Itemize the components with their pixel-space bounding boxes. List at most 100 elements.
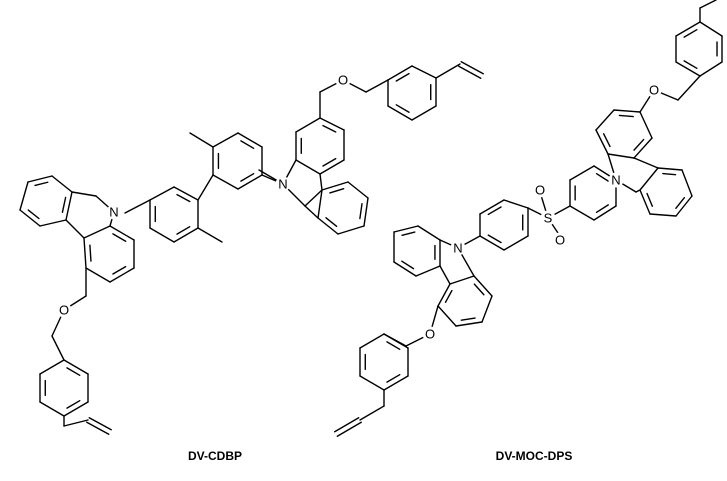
carbazole-ring-double-bond (473, 283, 485, 296)
phenylene-ring-bond (479, 235, 505, 251)
carbazole-ring-bond (437, 305, 457, 327)
carbazole-ring-double-bond (460, 317, 476, 321)
oxygen-atom-mask (56, 302, 72, 318)
vinyl-bond (435, 63, 461, 79)
vinylphenyl-ring-bond (63, 401, 89, 417)
carbazole-ring-bond (415, 265, 441, 277)
sulfur-atom-mask (540, 210, 556, 226)
vinylphenyl-ring-bond (359, 375, 385, 391)
carbazole-ring-bond (65, 191, 73, 221)
vinylphenyl-ring-bond (39, 401, 65, 417)
carbazole-ring-bond (317, 217, 339, 235)
vinylphenyl-ring-bond (411, 65, 437, 79)
phenylene-ring-bond (503, 235, 529, 251)
vinylphenyl-ring-double-bond (386, 341, 401, 351)
carbazole-ring-bond (19, 181, 29, 211)
carbazole-ring-double-bond (322, 157, 337, 167)
carbazole-ring-bond (347, 181, 369, 199)
carbazole-ring-bond (317, 189, 323, 219)
nitrogen-atom-mask (275, 176, 291, 192)
carbazole-ring-bond (295, 117, 321, 133)
oxygen-atom-mask (552, 232, 568, 248)
methyl-bond (197, 227, 223, 243)
carbazole-ring-bond (639, 167, 659, 191)
carbazole-ring-bond (595, 109, 615, 131)
carbazole-ring-double-bond (602, 133, 611, 148)
nitrogen-atom-mask (608, 172, 624, 188)
vinylphenyl-ring-bond (383, 375, 409, 391)
biphenyl-ring-double-bond (176, 193, 191, 203)
biphenyl-ring-bond (173, 186, 199, 201)
carbazole-ring-double-bond (112, 265, 127, 275)
ether-chain-bond (677, 75, 701, 101)
carbazole-ring-bond (473, 275, 493, 297)
carbazole-ring-bond (83, 237, 87, 269)
carbazole-ring-double-bond (112, 233, 127, 242)
vinylphenyl-ring-double-bond (395, 72, 410, 82)
carbazole-ring-bond (295, 159, 321, 175)
vinyl-double-bond (336, 421, 363, 437)
oxygen-atom-mask (422, 326, 438, 342)
carbazole-ring-double-bond (662, 172, 677, 176)
carbazole-ring-bond (481, 295, 493, 323)
vinyl-double-bond (460, 61, 484, 75)
carbazole-ring-double-bond (322, 124, 337, 133)
carbazole-ring-bond (27, 175, 53, 183)
oxygen-atom-mask (532, 182, 548, 198)
carbazole-ring-double-bond (359, 202, 363, 220)
biphenyl-ring-double-bond (176, 226, 191, 235)
carbazole-ring-bond (613, 109, 641, 113)
vinylphenyl-ring-bond (359, 333, 385, 349)
carbazole-ring-bond (85, 267, 111, 283)
biphenyl-ring-bond (237, 174, 263, 190)
nitrogen-atom-mask (106, 204, 122, 220)
biphenyl-ring-bond (212, 174, 239, 190)
carbazole-ring-bond (439, 265, 451, 285)
phenylene-ring-bond (503, 199, 529, 209)
biphenyl-ring-double-bond (240, 140, 255, 150)
vinylphenyl-ring-bond (699, 61, 723, 77)
carbazole-ring-bond (39, 219, 67, 227)
vinylphenyl-ring-bond (387, 65, 413, 81)
nitrogen-atom: N (611, 173, 620, 188)
carbazole-ring-bond (681, 169, 693, 197)
vinyl-bond (699, 0, 717, 9)
oxygen-atom: O (59, 303, 69, 318)
biphenyl-ring-bond (149, 227, 175, 243)
carbazole-ring-bond (657, 167, 683, 171)
vinyl-double-bond (458, 65, 482, 79)
carbazole-ring-bond (319, 159, 345, 175)
vinylphenyl-ring-bond (39, 359, 65, 375)
phenylene-ring-bond (569, 165, 595, 181)
nitrogen-atom-mask (450, 240, 466, 256)
vinylphenyl-ring-bond (63, 359, 89, 375)
carbazole-ring-bond (319, 117, 345, 131)
ether-chain-bond (51, 335, 65, 361)
methyl-bond (189, 132, 214, 148)
vinylphenyl-ring-double-bond (66, 367, 81, 377)
compound-name-dv-moc-dps: DV-MOC-DPS (495, 449, 573, 463)
ether-chain-bond (365, 79, 389, 93)
carbazole-ring-bond (393, 225, 419, 233)
carbazole-ring-bond (321, 181, 349, 191)
carbazole-ring-bond (393, 261, 417, 277)
phenylene-ring-double-bond (595, 172, 609, 182)
carbazole-ring-bond (607, 153, 635, 159)
vinyl-bond (63, 419, 89, 427)
carbazole-ring-double-bond (633, 138, 645, 151)
vinylphenyl-ring-double-bond (683, 60, 698, 70)
carbazole-ring-double-bond (61, 196, 67, 214)
vinylphenyl-ring-bond (675, 61, 701, 77)
carbazole-ring-bond (337, 225, 365, 235)
carbazole-ring-bond (83, 225, 111, 239)
sulfur-atom: S (544, 211, 553, 226)
carbazole-ring-double-bond (646, 192, 654, 207)
carbazole-ring-bond (649, 213, 677, 217)
carbazole-ring-bond (633, 137, 653, 159)
biphenyl-ring-double-bond (240, 172, 255, 182)
carbazole-ring-bond (19, 209, 41, 227)
oxygen-atom: O (649, 83, 659, 98)
carbazole-ring-double-bond (401, 231, 416, 236)
